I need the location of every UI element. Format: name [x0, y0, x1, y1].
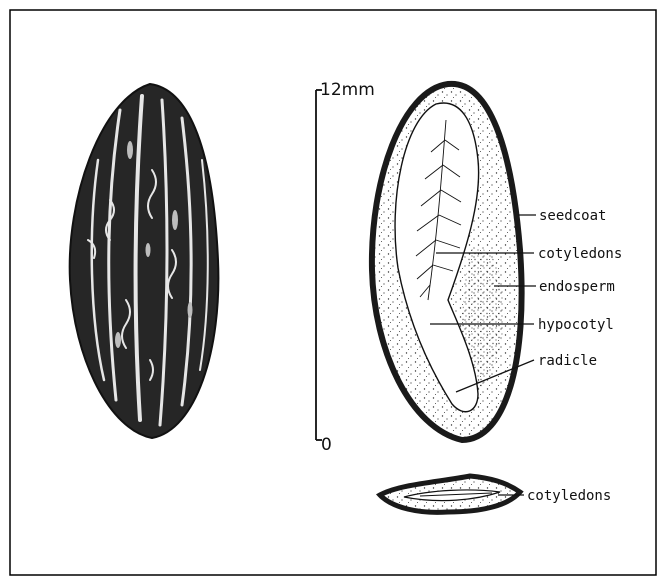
label-endosperm: endosperm — [539, 279, 615, 295]
scale-bottom-label: 0 — [321, 435, 332, 455]
seed-longitudinal-section — [372, 84, 522, 440]
scale-bar: 12mm 0 — [316, 80, 375, 455]
scale-top-label: 12mm — [320, 80, 375, 100]
whole-seed-exterior — [70, 84, 219, 438]
label-seedcoat: seedcoat — [539, 208, 606, 224]
seed-cross-section — [380, 476, 520, 512]
label-cotyledons: cotyledons — [538, 246, 622, 262]
label-cotyledons-cross-section: cotyledons — [527, 488, 611, 504]
label-radicle: radicle — [538, 353, 597, 369]
label-hypocotyl: hypocotyl — [538, 317, 614, 333]
